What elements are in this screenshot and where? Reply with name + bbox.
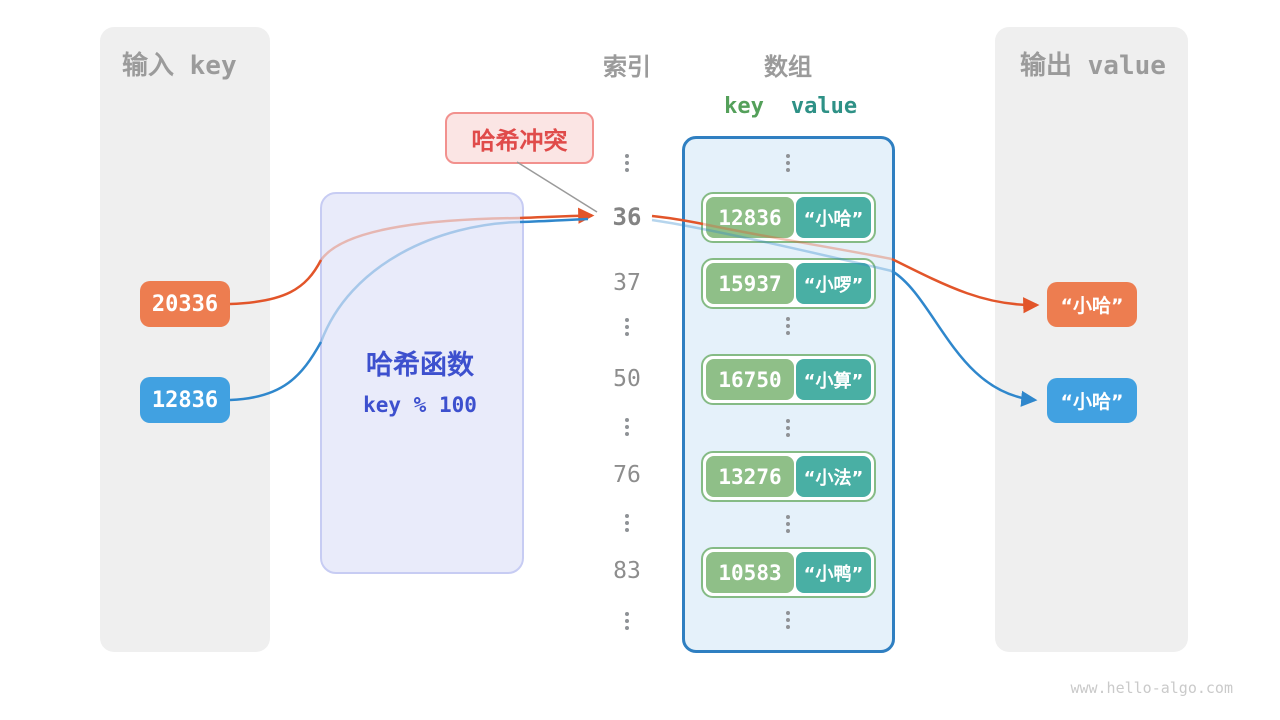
orange-arrow-to-index — [519, 207, 595, 224]
array-value-cell: “小鸭” — [796, 552, 871, 593]
array-value-cell: “小哈” — [796, 197, 871, 238]
output-panel — [995, 27, 1188, 652]
array-ellipsis — [785, 154, 791, 172]
array-ellipsis — [785, 515, 791, 533]
input-panel-title: 输入 key — [122, 51, 237, 81]
index-50: 50 — [613, 366, 641, 392]
index-ellipsis — [624, 612, 630, 630]
array-row-76: 13276 “小法” — [701, 451, 876, 502]
array-row-37: 15937 “小啰” — [701, 258, 876, 309]
array-key-cell: 15937 — [706, 263, 794, 304]
hash-collision-label: 哈希冲突 — [445, 112, 594, 164]
index-ellipsis — [624, 154, 630, 172]
output-value-blue: “小哈” — [1047, 378, 1137, 423]
input-key-12836: 12836 — [140, 377, 230, 423]
array-key-cell: 12836 — [706, 197, 794, 238]
array-ellipsis — [785, 317, 791, 335]
array-ellipsis — [785, 611, 791, 629]
collision-pointer-line — [516, 161, 598, 213]
output-value-orange: “小哈” — [1047, 282, 1137, 327]
array-panel-title: 数组 — [764, 53, 812, 81]
value-column-header: value — [790, 94, 858, 119]
input-key-20336: 20336 — [140, 281, 230, 327]
array-key-cell: 13276 — [706, 456, 794, 497]
array-key-cell: 16750 — [706, 359, 794, 400]
watermark: www.hello-algo.com — [1070, 679, 1233, 697]
output-panel-title: 输出 value — [1020, 51, 1166, 81]
index-37: 37 — [613, 270, 641, 296]
array-value-cell: “小法” — [796, 456, 871, 497]
array-value-cell: “小啰” — [796, 263, 871, 304]
index-ellipsis — [624, 514, 630, 532]
index-column-title: 索引 — [603, 53, 651, 81]
input-panel — [100, 27, 270, 652]
hash-function-name: 哈希函数 — [366, 350, 474, 381]
index-76: 76 — [613, 462, 641, 488]
hash-function-box — [320, 192, 524, 574]
array-ellipsis — [785, 419, 791, 437]
array-row-36: 12836 “小哈” — [701, 192, 876, 243]
index-ellipsis — [624, 318, 630, 336]
hash-function-formula: key % 100 — [363, 393, 477, 417]
array-row-83: 10583 “小鸭” — [701, 547, 876, 598]
array-value-cell: “小算” — [796, 359, 871, 400]
index-36: 36 — [612, 203, 642, 231]
array-key-cell: 10583 — [706, 552, 794, 593]
index-ellipsis — [624, 418, 630, 436]
blue-curve-merge — [519, 217, 589, 224]
array-row-50: 16750 “小算” — [701, 354, 876, 405]
key-column-header: key — [724, 94, 764, 119]
index-83: 83 — [613, 558, 641, 584]
